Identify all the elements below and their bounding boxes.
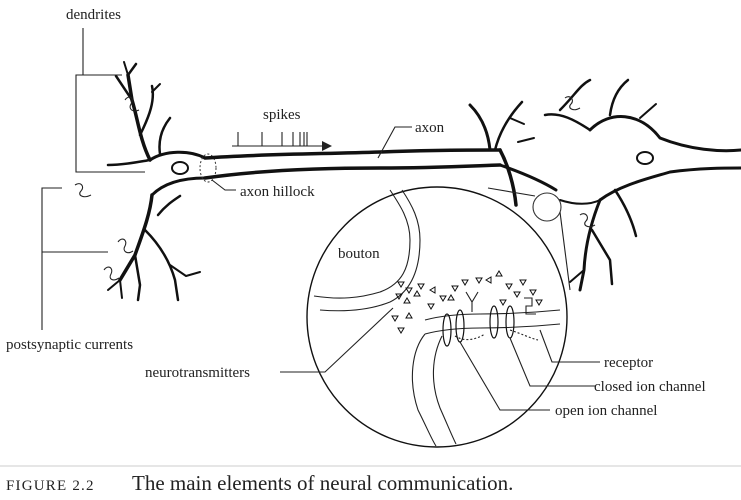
current-squiggle [579, 213, 596, 228]
dendrite-branch [639, 103, 657, 119]
post-membrane [424, 309, 561, 321]
ion-channel [489, 305, 499, 339]
axon-terminal-branch [468, 103, 492, 152]
dendrite-branch [126, 62, 138, 77]
dendrite-branch [169, 264, 201, 277]
dendrite-branch [143, 228, 180, 302]
axon-hillock-leader [211, 179, 236, 191]
label-bouton: bouton [338, 246, 380, 262]
dendrite-branch [569, 269, 585, 283]
label-neurotransmitters: neurotransmitters [145, 365, 250, 381]
spike-arrow-head [322, 141, 332, 151]
dendrite-branch [151, 83, 161, 93]
dendrite-branch [590, 228, 614, 286]
label-postsynaptic-currents: postsynaptic currents [6, 337, 133, 353]
spike-train [232, 132, 332, 151]
presynaptic-neuron [106, 61, 558, 302]
postsynaptic-neuron [532, 78, 741, 292]
caption-number: FIGURE 2.2 [6, 478, 95, 494]
soma-bottom-edge [150, 176, 207, 197]
dendrite-branch [119, 279, 123, 299]
dendrite-branch [559, 199, 601, 205]
axon-terminal-branch [498, 163, 558, 192]
ion-channel [442, 313, 452, 347]
label-dendrites: dendrites [66, 7, 121, 23]
axon-leader [377, 126, 412, 159]
zoom-guide-line [559, 211, 571, 291]
receptor-shape [465, 291, 479, 312]
current-squiggle [117, 238, 134, 254]
current-squiggle [103, 266, 120, 281]
dendrite-branch [156, 194, 182, 217]
dendrite-branch [123, 61, 129, 76]
post-membrane [432, 335, 457, 445]
soma-top-edge [148, 150, 207, 162]
synapse-highlight [532, 192, 562, 222]
axon-terminal-branch [517, 137, 535, 143]
axon-hillock-marker [199, 153, 217, 183]
soma-edge [598, 166, 741, 202]
dendrite-branch [107, 279, 121, 291]
leader-lines [41, 28, 600, 411]
dendrite-branch [608, 78, 630, 117]
axon-terminal-branch [493, 100, 524, 152]
dendrite-branch [613, 188, 638, 238]
receptor-leader [539, 329, 600, 363]
dendrite-branch [158, 116, 172, 156]
axon-terminal-branch [498, 148, 518, 207]
current-squiggle [74, 183, 92, 198]
neurotransmitters-leader [280, 307, 394, 373]
label-spikes: spikes [263, 107, 301, 123]
receptor-shape [524, 297, 536, 315]
label-axon-hillock: axon hillock [240, 184, 315, 200]
nucleus [636, 151, 654, 165]
dendrite-branch [106, 158, 152, 167]
current-squiggle [564, 96, 581, 111]
currents-leader [41, 187, 62, 330]
dendrite-branch [138, 84, 155, 137]
neurotransmitter-molecules [391, 270, 543, 334]
dendrite-branch [543, 113, 592, 132]
dendrite-branch [558, 78, 592, 112]
bouton-outline [313, 189, 411, 299]
label-open-ion-channel: open ion channel [555, 403, 657, 419]
closed-channel-leader [509, 337, 596, 387]
current-squiggle [124, 96, 140, 112]
post-membrane [411, 333, 437, 447]
axon-upper-edge [203, 148, 502, 160]
zoom-guide-line [487, 187, 536, 197]
label-receptor: receptor [604, 355, 653, 371]
dotted-path [454, 333, 486, 341]
dotted-path [509, 329, 539, 341]
post-membrane [424, 323, 561, 335]
current-squiggles [74, 96, 596, 281]
label-axon: axon [415, 120, 445, 136]
synapse-zoom [306, 186, 571, 448]
dendrite-branch [114, 74, 134, 102]
dendrite-branch [133, 253, 142, 302]
open-channel-leader [459, 341, 550, 411]
dendrites-leader [75, 28, 145, 173]
label-closed-ion-channel: closed ion channel [594, 379, 706, 395]
caption-text: The main elements of neural communicatio… [132, 471, 513, 495]
axon-lower-edge [203, 163, 502, 180]
axon-terminal-branch [509, 117, 525, 125]
bouton-outline [319, 189, 421, 312]
nucleus [171, 161, 189, 175]
soma-edge [588, 115, 741, 153]
